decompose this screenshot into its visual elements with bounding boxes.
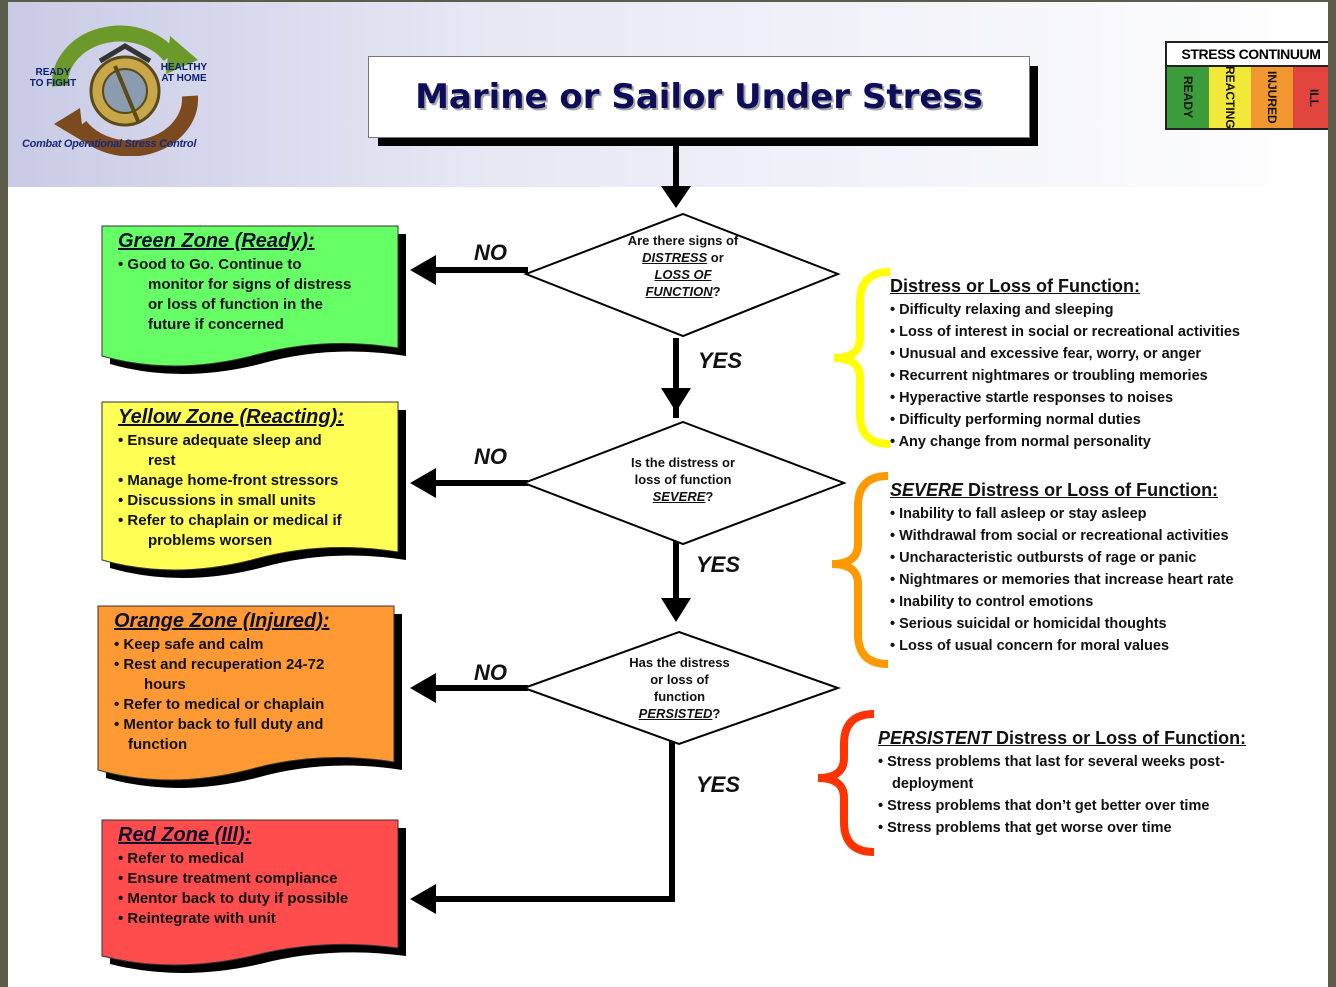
severe-list-item: Nightmares or memories that increase hea… [890, 569, 1320, 591]
arrowhead-q2 [661, 388, 691, 412]
no-label-1: NO [474, 240, 507, 265]
green-zone-item: or loss of function in the [148, 296, 323, 313]
distress-list-item: Hyperactive startle responses to noises [890, 387, 1320, 409]
orange-zone-item: hours [144, 676, 186, 693]
yellow-zone-item: Discussions in small units [118, 491, 400, 511]
arrowhead-green [410, 255, 436, 285]
connector-q2-q3 [673, 536, 679, 608]
green-zone-item: Good to Go. Continue to [118, 255, 400, 275]
connector-no-green [436, 267, 528, 273]
severe-list-item: Withdrawal from social or recreational a… [890, 525, 1320, 547]
orange-zone-box: Orange Zone (Injured): Keep safe and cal… [96, 604, 406, 804]
yellow-zone-item: problems worsen [148, 532, 273, 549]
green-zone-title: Green Zone (Ready): [118, 230, 315, 252]
question-3: Has the distress or loss of function PER… [629, 655, 730, 721]
logo-ready-text: READY TO FIGHT [29, 67, 77, 89]
question-1: Are there signs of DISTRESS or LOSS OF F… [627, 233, 739, 299]
title-box: Marine or Sailor Under Stress [368, 56, 1030, 138]
distress-list-item: Loss of interest in social or recreation… [890, 321, 1320, 343]
yes-label-2: YES [696, 552, 741, 577]
distress-list-item: Difficulty performing normal duties [890, 409, 1320, 431]
arrowhead-q1 [661, 186, 691, 208]
red-zone-box: Red Zone (Ill): Refer to medical Ensure … [100, 818, 410, 987]
logo-tagline: Combat Operational Stress Control [22, 138, 197, 150]
connector-title-q1 [673, 146, 679, 186]
stress-continuum: STRESS CONTINUUM READY REACTING INJURED … [1165, 41, 1328, 130]
severe-list-item: Loss of usual concern for moral values [890, 635, 1320, 657]
orange-zone-title: Orange Zone (Injured): [114, 610, 330, 632]
flow-connectors [410, 146, 891, 914]
persistent-list-item: Stress problems that get worse over time [878, 817, 1318, 839]
orange-zone-item: Keep safe and calm [114, 635, 396, 655]
diagram-canvas: READY TO FIGHT HEALTHY AT HOME Combat Op… [8, 2, 1328, 987]
green-zone-item: future if concerned [148, 316, 284, 333]
distress-list-item: Unusual and excessive fear, worry, or an… [890, 343, 1320, 365]
arrowhead-yellow [410, 468, 436, 498]
severe-list-item: Inability to fall asleep or stay asleep [890, 503, 1320, 525]
green-zone-box: Green Zone (Ready): Good to Go. Continue… [100, 224, 410, 384]
persistent-brace [817, 710, 875, 856]
distress-list: Distress or Loss of Function: Difficulty… [890, 276, 1320, 453]
orange-zone-item: function [128, 736, 188, 753]
continuum-cell-reacting: REACTING [1209, 66, 1252, 129]
persistent-list-item: Stress problems that don’t get better ov… [878, 795, 1318, 817]
distress-list-item: Difficulty relaxing and sleeping [890, 299, 1320, 321]
severe-list-item: Serious suicidal or homicidal thoughts [890, 613, 1320, 635]
connector-q3-red [669, 740, 675, 902]
severe-brace [831, 472, 889, 668]
persistent-list-item: deployment [892, 776, 974, 792]
logo-healthy-text: HEALTHY AT HOME [160, 62, 208, 84]
connector-no-orange [436, 685, 528, 691]
decision-diamond-2 [521, 420, 847, 546]
red-zone-item: Mentor back to duty if possible [118, 889, 400, 909]
severe-list-item: Uncharacteristic outbursts of rage or pa… [890, 547, 1320, 569]
red-zone-item: Ensure treatment compliance [118, 869, 400, 889]
yellow-zone-title: Yellow Zone (Reacting): [118, 406, 344, 428]
distress-list-title: Distress or Loss of Function: [890, 276, 1141, 296]
arrowhead-q3 [661, 598, 691, 622]
yellow-zone-item: rest [148, 452, 176, 469]
persistent-list-item: Stress problems that last for several we… [878, 751, 1318, 773]
persistent-list: PERSISTENT Distress or Loss of Function:… [878, 728, 1318, 839]
yellow-zone-item: Ensure adequate sleep and [118, 431, 400, 451]
continuum-title: STRESS CONTINUUM [1167, 43, 1328, 67]
distress-brace [833, 268, 891, 448]
no-label-2: NO [474, 444, 507, 469]
orange-zone-item: Mentor back to full duty and [114, 715, 396, 735]
cosc-logo [51, 25, 199, 156]
yes-label-3: YES [696, 772, 741, 797]
distress-list-item: Recurrent nightmares or troubling memori… [890, 365, 1320, 387]
yellow-zone-item: Manage home-front stressors [118, 471, 400, 491]
page-title: Marine or Sailor Under Stress [415, 77, 983, 117]
green-zone-item: monitor for signs of distress [148, 276, 352, 293]
arrowhead-red [410, 884, 436, 914]
decision-diamond-1 [523, 212, 841, 338]
red-zone-title: Red Zone (Ill): [118, 824, 252, 846]
arrowhead-orange [410, 673, 436, 703]
yellow-zone-item: Refer to chaplain or medical if [118, 511, 400, 531]
connector-red-horizontal [436, 896, 675, 902]
connector-no-yellow [436, 480, 528, 486]
orange-zone-item: Refer to medical or chaplain [114, 695, 396, 715]
yes-label-1: YES [698, 348, 743, 373]
yellow-zone-box: Yellow Zone (Reacting): Ensure adequate … [100, 400, 410, 600]
question-2: Is the distress or loss of function SEVE… [630, 455, 736, 504]
continuum-cell-injured: INJURED [1251, 67, 1294, 128]
red-zone-item: Reintegrate with unit [118, 909, 400, 929]
connector-q1-q2 [673, 338, 679, 418]
persistent-list-title: PERSISTENT Distress or Loss of Function: [878, 728, 1247, 748]
distress-list-item: Any change from normal personality [890, 431, 1320, 453]
severe-list-title: SEVERE Distress or Loss of Function: [890, 480, 1219, 500]
red-zone-item: Refer to medical [118, 849, 400, 869]
continuum-cell-ready: READY [1167, 67, 1210, 128]
continuum-cell-ill: ILL [1293, 67, 1328, 128]
severe-list-item: Inability to control emotions [890, 591, 1320, 613]
severe-list: SEVERE Distress or Loss of Function: Ina… [890, 480, 1320, 657]
decision-diamond-3 [521, 630, 842, 746]
orange-zone-item: Rest and recuperation 24-72 [114, 655, 396, 675]
no-label-3: NO [474, 660, 507, 685]
